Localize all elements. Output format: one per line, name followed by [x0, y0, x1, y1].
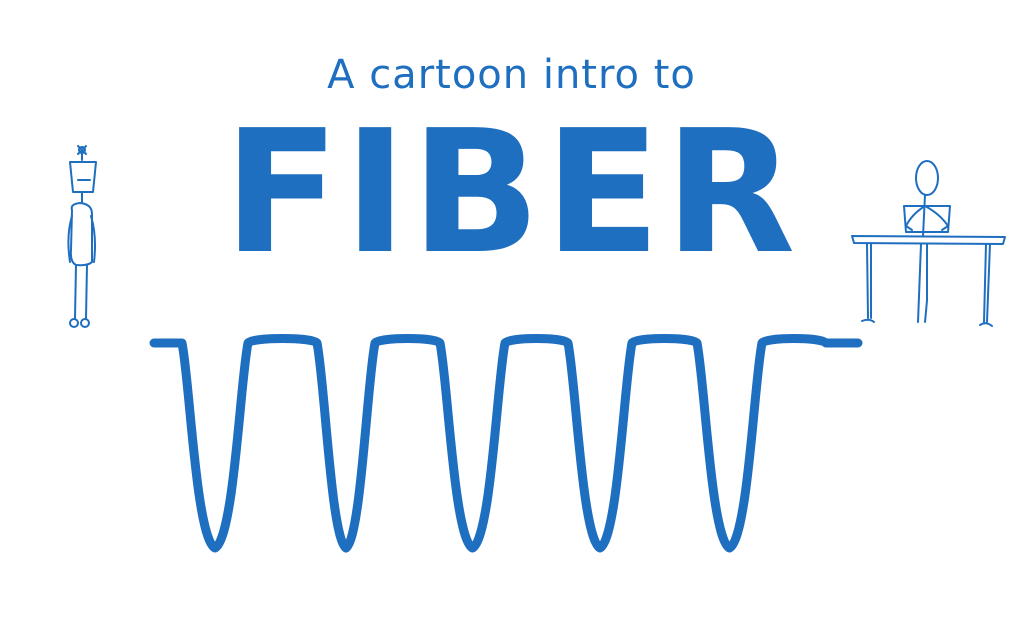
intro-subtitle: A cartoon intro to: [327, 52, 696, 98]
fiber-title: FIBER: [223, 94, 800, 292]
